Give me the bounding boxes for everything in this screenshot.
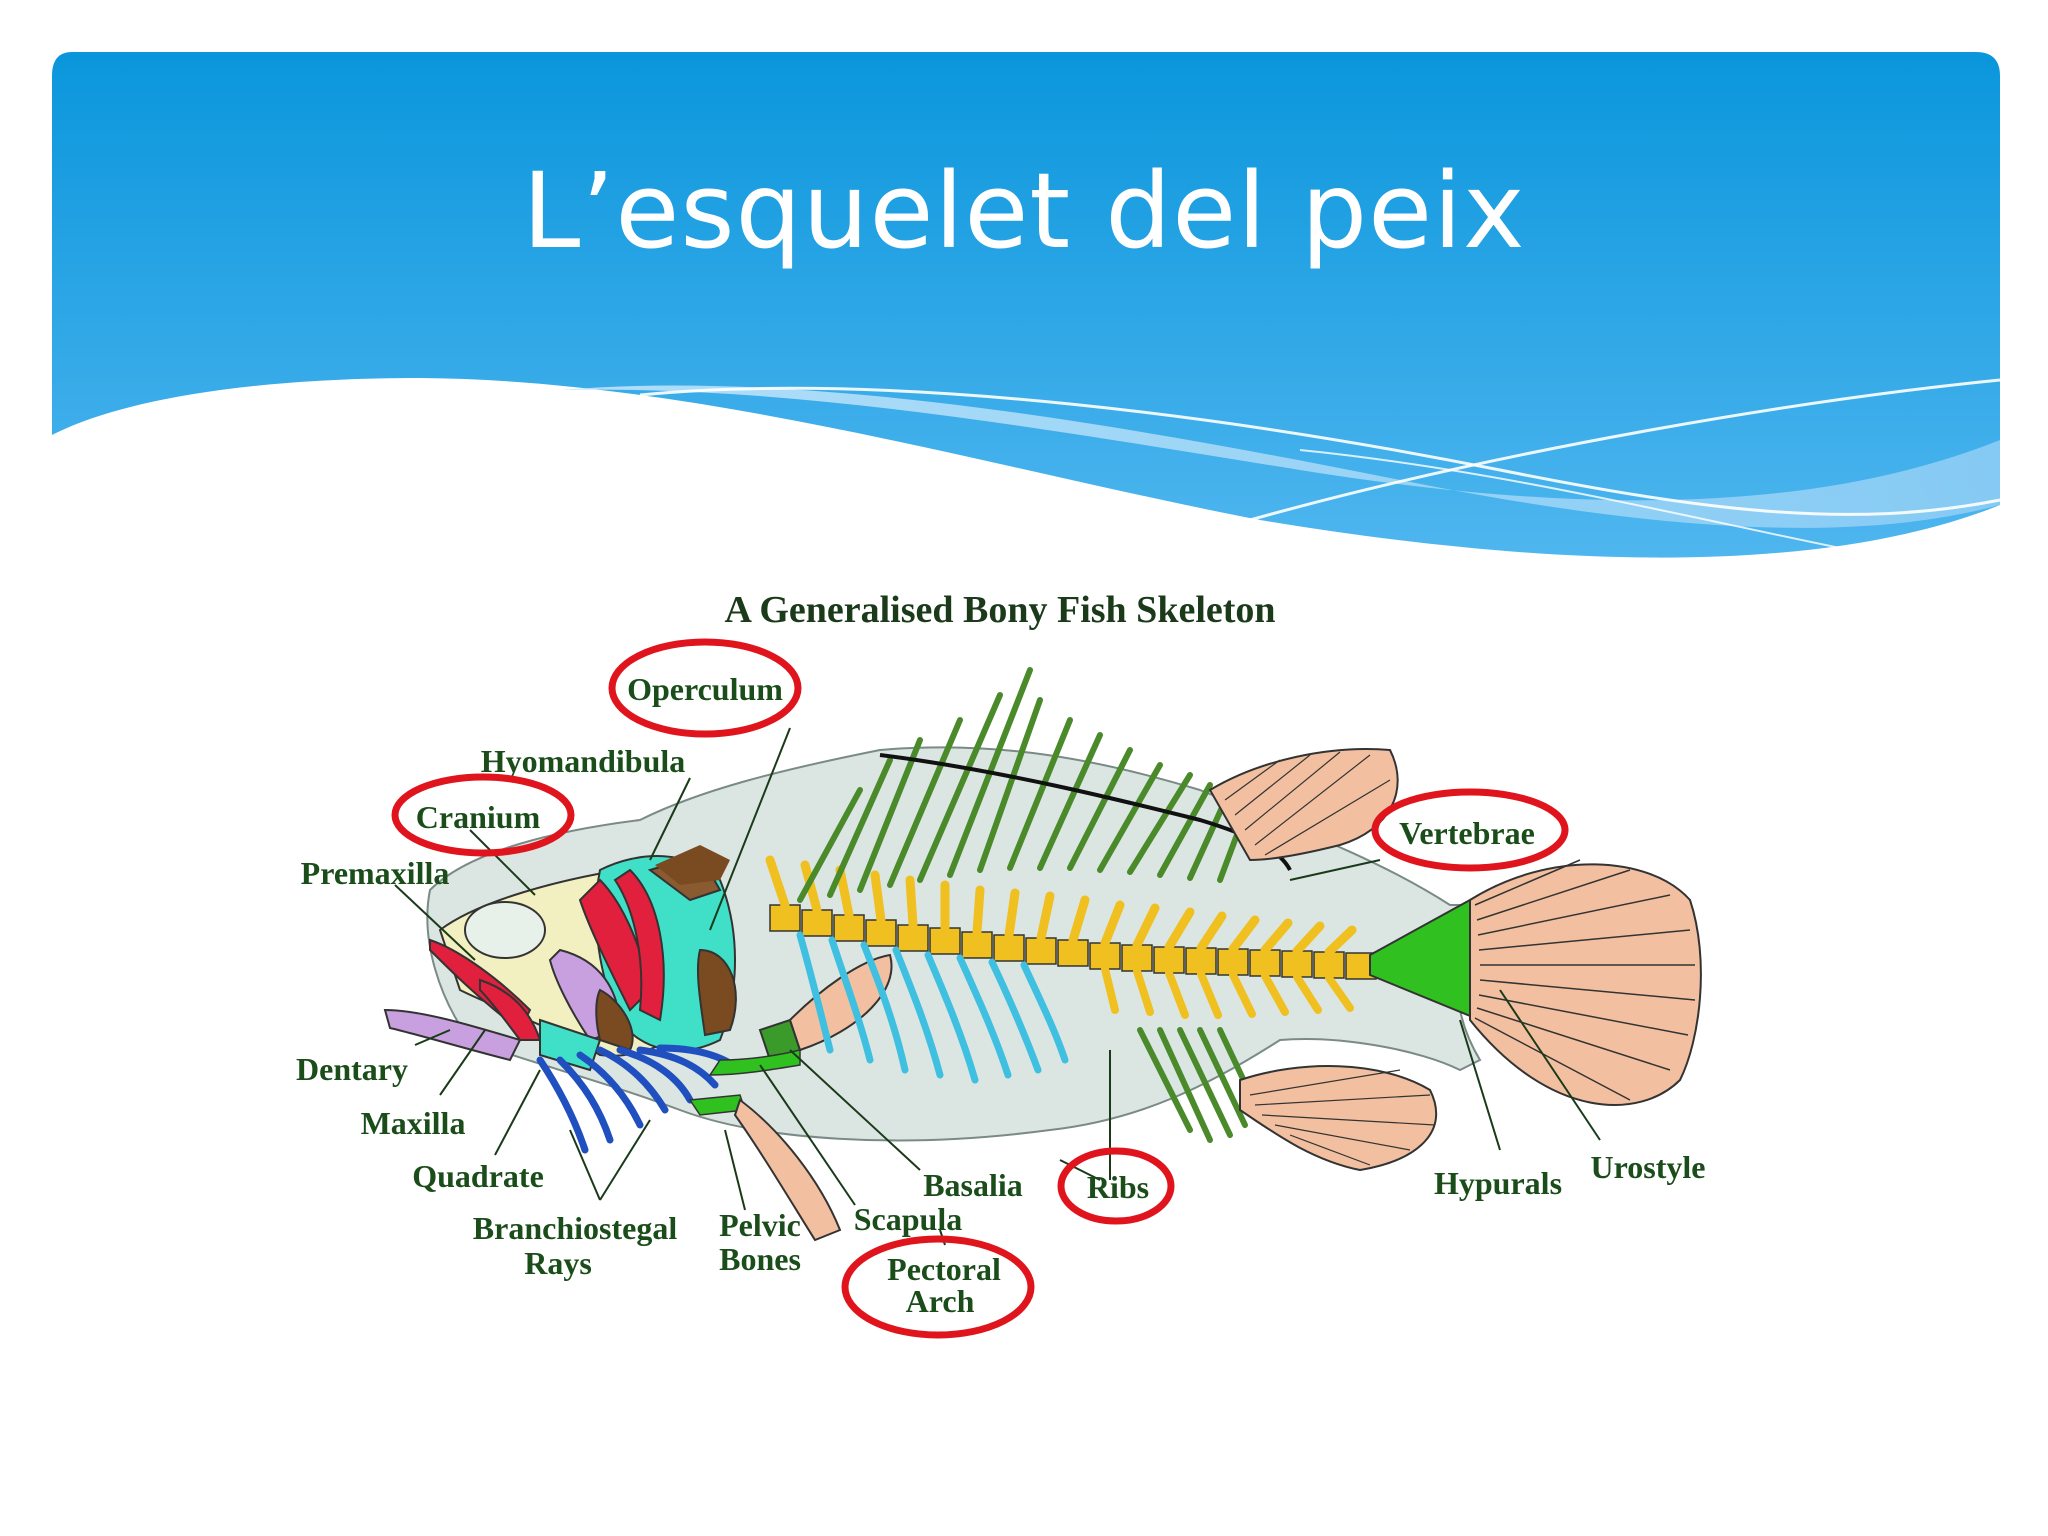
header-band: [52, 52, 2000, 558]
label-hyomandibula: Hyomandibula: [481, 743, 686, 779]
label-pectoral-line2: Arch: [906, 1283, 975, 1319]
diagram-title: A Generalised Bony Fish Skeleton: [724, 589, 1275, 631]
ribs: [796, 931, 1069, 1084]
label-premaxilla: Premaxilla: [301, 855, 450, 891]
label-branchiostegal-line1: Branchiostegal: [473, 1210, 678, 1246]
label-branchiostegal-line2: Rays: [524, 1245, 592, 1281]
ring-operculum: [608, 638, 802, 738]
wave-line-3: [1299, 449, 1851, 551]
pectoral-fin: [708, 953, 893, 1076]
branchiostegal-rays: [536, 1044, 744, 1154]
label-urostyle: Urostyle: [1591, 1149, 1706, 1185]
label-pelvic-line2: Bones: [719, 1241, 801, 1277]
label-vertebrae: Vertebrae: [1399, 815, 1535, 851]
neural-spines: [765, 855, 1357, 957]
pelvic-fin: [688, 1094, 842, 1242]
dorsal-spines: [797, 667, 1253, 903]
label-dentary: Dentary: [296, 1051, 408, 1087]
wave-line-2: [1249, 378, 2001, 522]
head-bones: [383, 845, 737, 1072]
label-hypurals: Hypurals: [1434, 1165, 1562, 1201]
wave-line-1: [639, 386, 2001, 516]
label-basalia: Basalia: [923, 1167, 1023, 1203]
ring-pectoral-arch: [841, 1235, 1035, 1339]
label-operculum: Operculum: [627, 671, 783, 707]
ring-cranium: [391, 773, 575, 857]
label-quadrate: Quadrate: [412, 1158, 544, 1194]
header-wave: [560, 385, 2000, 528]
leader-lines: [394, 727, 1601, 1246]
haemal-spines: [1101, 965, 1354, 1019]
label-ribs: Ribs: [1087, 1169, 1149, 1205]
highlight-rings: [391, 638, 1569, 1339]
slide-title: L’esquelet del peix: [522, 150, 1526, 272]
label-pectoral-line1: Pectoral: [887, 1251, 1001, 1287]
label-scapula: Scapula: [854, 1201, 962, 1237]
ring-vertebrae: [1371, 788, 1569, 872]
caudal-fin-rays: [1474, 859, 1696, 1101]
label-cranium: Cranium: [416, 799, 541, 835]
label-maxilla: Maxilla: [361, 1105, 466, 1141]
label-pelvic-line1: Pelvic: [719, 1207, 801, 1243]
ring-ribs: [1057, 1147, 1175, 1225]
dentary-bone: [383, 1008, 522, 1062]
anal-fin: [1239, 1065, 1438, 1172]
